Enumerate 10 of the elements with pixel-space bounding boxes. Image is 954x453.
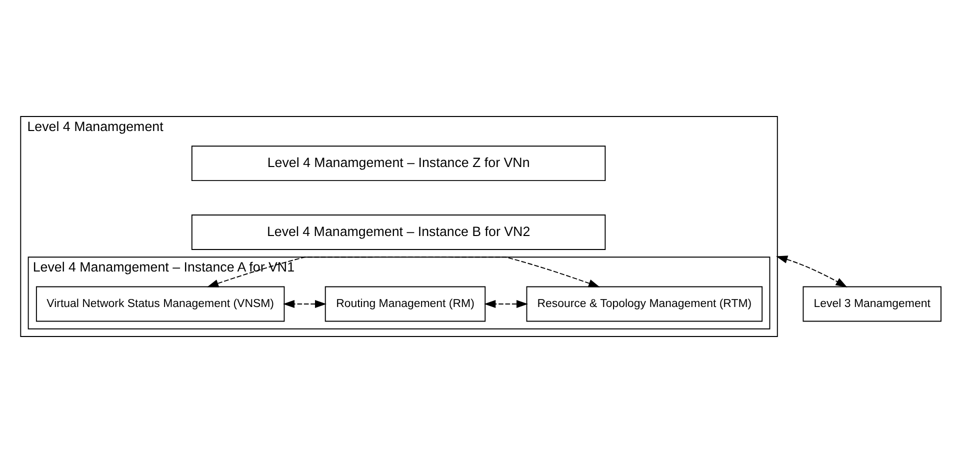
arrow [207, 256, 600, 288]
node-box: Resource & Topology Management (RTM) [526, 286, 763, 322]
node-box: Level 3 Manamgement [802, 286, 942, 322]
node-box: Level 4 Manamgement – Instance Z for VNn [191, 146, 606, 182]
node-box: Routing Management (RM) [324, 286, 486, 322]
node-box: Virtual Network Status Management (VNSM) [36, 286, 285, 322]
arrow [776, 256, 848, 288]
arrow [484, 300, 528, 308]
node-box: Level 4 Manamgement – Instance B for VN2 [191, 214, 606, 250]
arrow [283, 300, 326, 308]
